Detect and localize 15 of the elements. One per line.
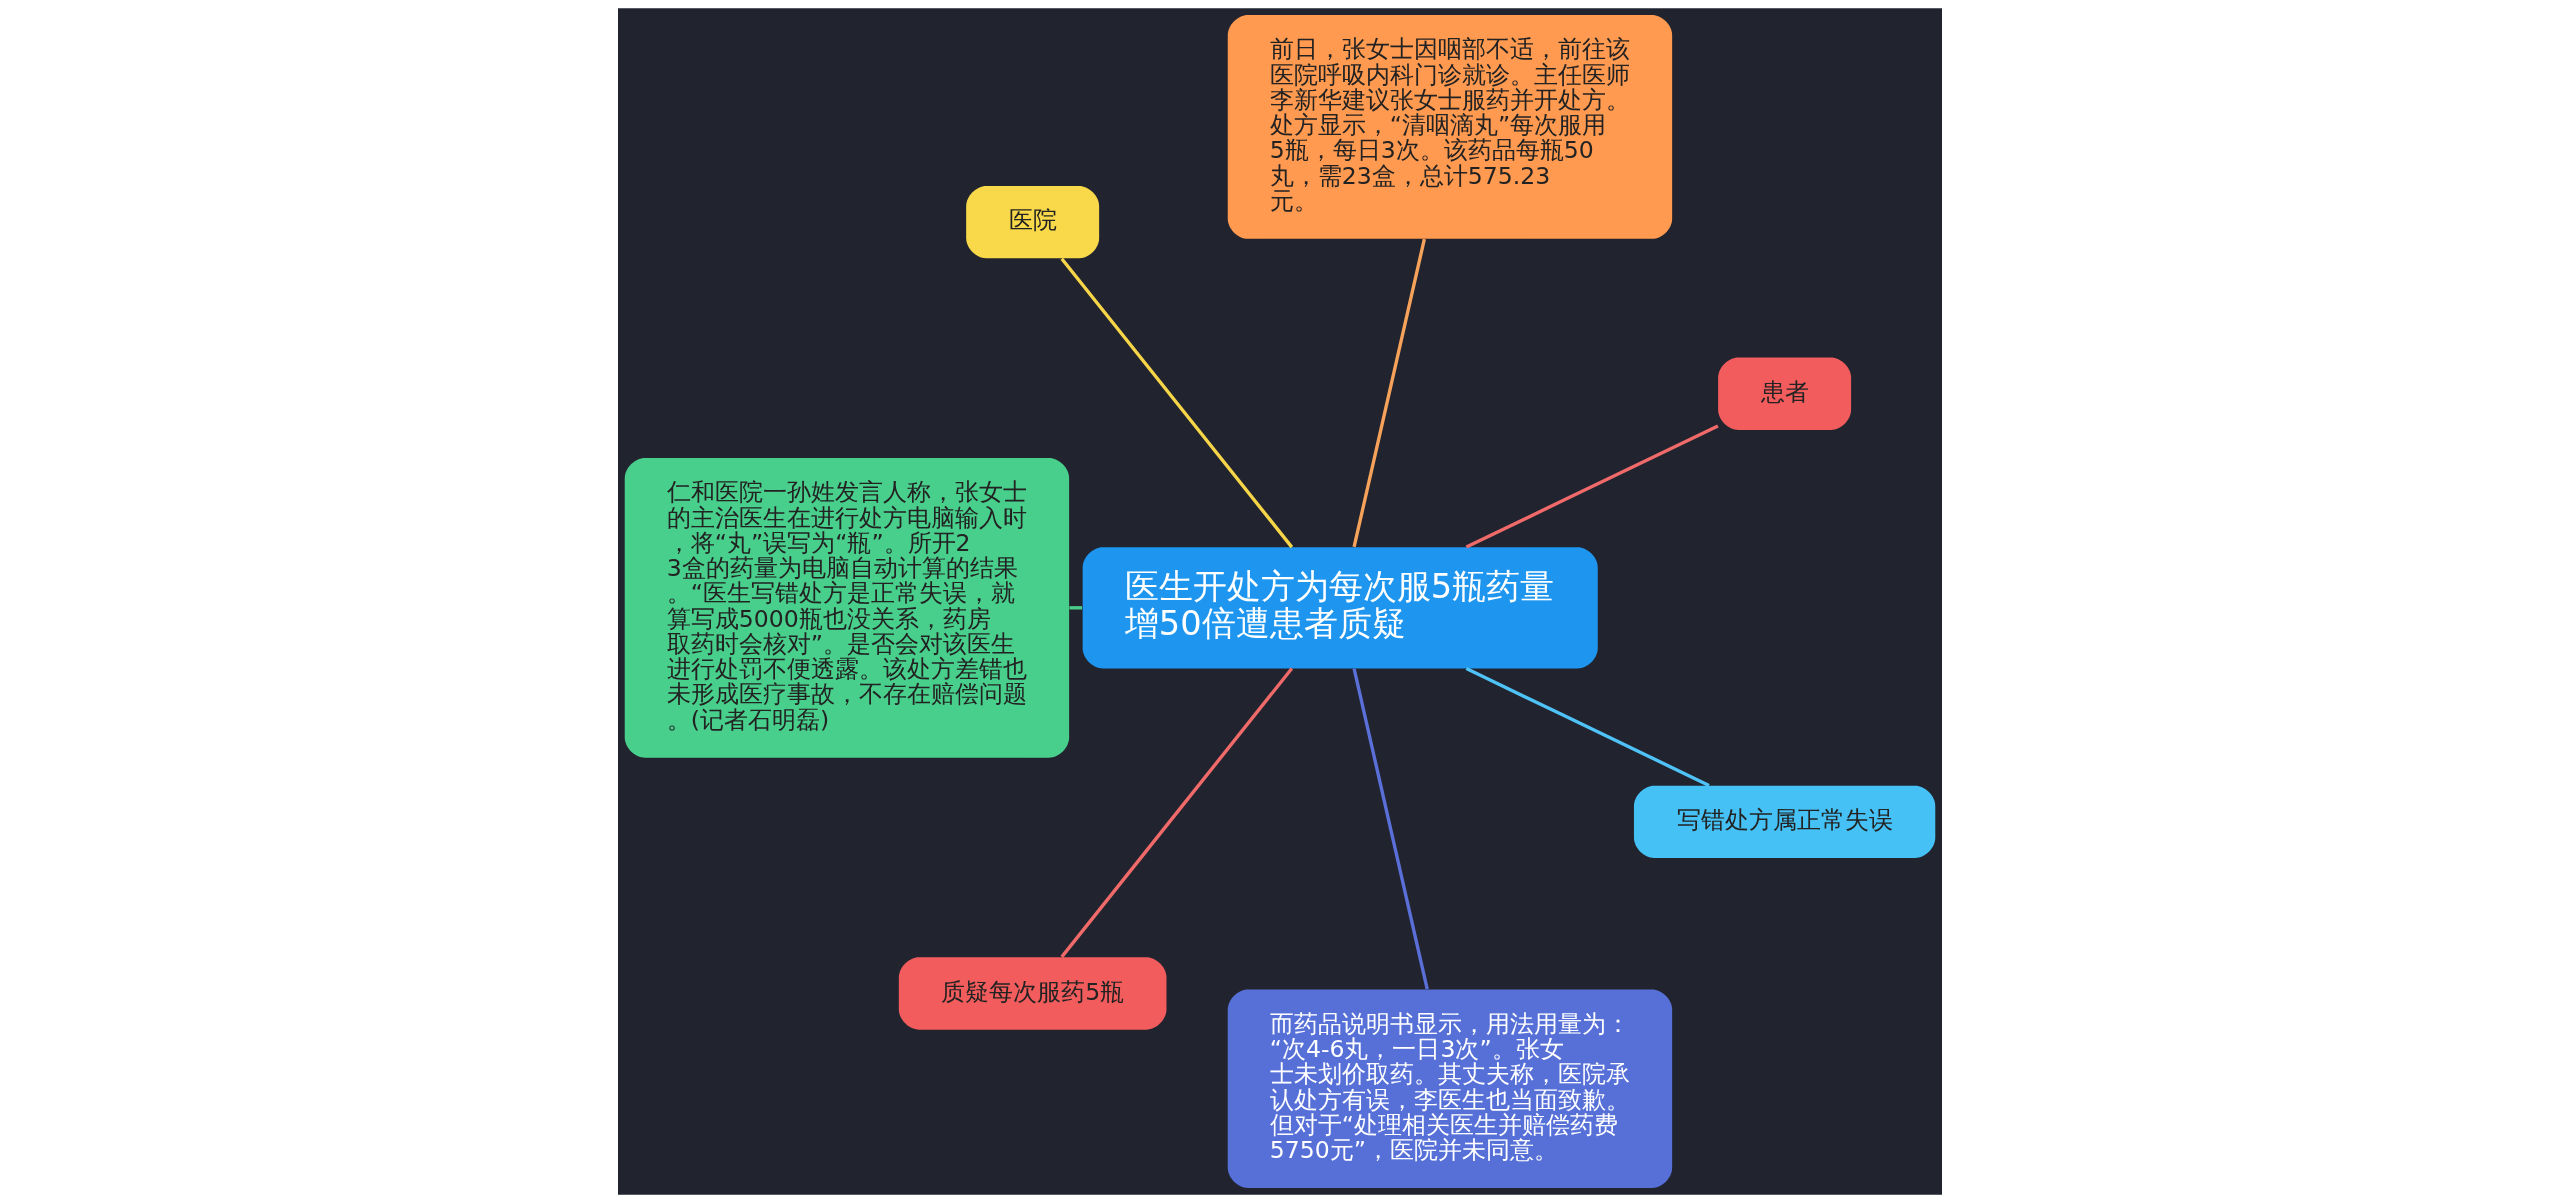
node-box: 前日，张女士因咽部不适，前往该医院呼吸内科门诊就诊。主任医师李新华建议张女士服药并开处方。处方显示，“清咽滴丸”每次服用5瓶，每日3次。该药品每瓶50丸，需23盒，总计575.23元。 <box>1227 15 1673 239</box>
node-box: 医院 <box>966 185 1100 259</box>
node-box: 而药品说明书显示，用法用量为：“次4-6丸，一日3次”。张女士未划价取药。其丈夫称，医院承认处方有误，李医生也当面致歉。但对于“处理相关医生并赔偿药费5750元”，医院并未同意。 <box>1227 989 1673 1188</box>
node-box: 写错处方属正常失误 <box>1633 785 1936 858</box>
node-box: 仁和医院一孙姓发言人称，张女士的主治医生在进行处方电脑输入时，将“丸”误写为“瓶”。所开23盒的药量为电脑自动计算的结果。“医生写错处方是正常失误，就算写成5000瓶也没关系，药房取药时会核对”。是否会对该医生进行处罚不便透露。该处方差错也未形成医疗事故，不存在赔偿问题。(记者石明磊) <box>624 458 1070 758</box>
connector <box>1465 667 1710 787</box>
node-box: 患者 <box>1718 357 1852 430</box>
connector <box>1352 238 1426 548</box>
connector <box>1060 257 1294 549</box>
node-box: 医生开处方为每次服5瓶药量增50倍遭患者质疑 <box>1082 547 1598 669</box>
connector <box>1060 667 1294 958</box>
node-box: 质疑每次服药5瓶 <box>898 957 1167 1030</box>
connector <box>1465 424 1719 549</box>
connector <box>1069 606 1082 610</box>
connector <box>1352 668 1429 990</box>
